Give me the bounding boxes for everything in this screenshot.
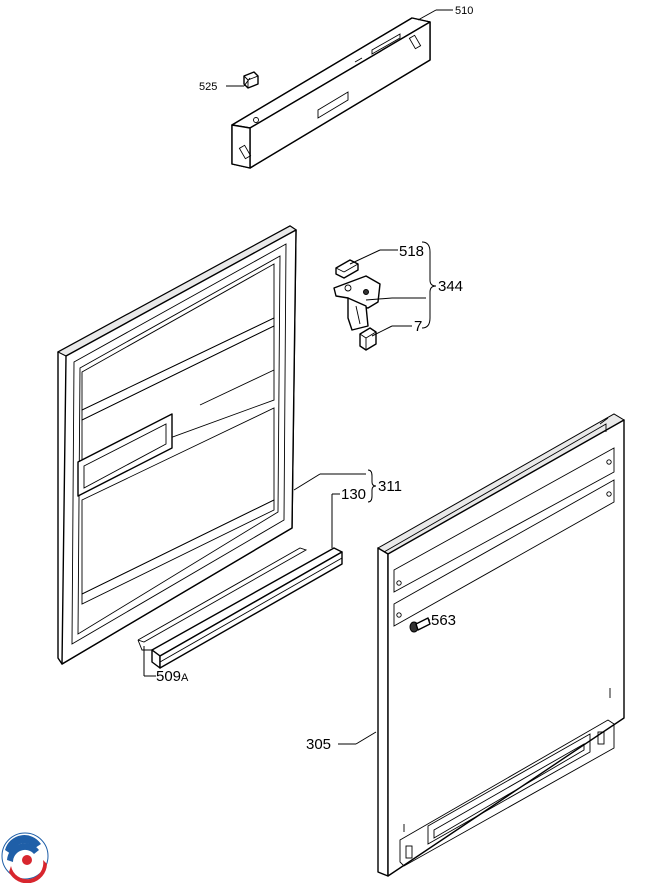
leader-lines bbox=[143, 9, 453, 745]
rod-509a[interactable] bbox=[137, 547, 308, 651]
label-509a-suffix: A bbox=[181, 672, 189, 684]
label-130: 130 bbox=[341, 486, 366, 503]
label-518: 518 bbox=[399, 243, 424, 260]
label-509a: 509A bbox=[156, 668, 189, 685]
inner-door-311[interactable] bbox=[56, 225, 297, 665]
label-509a-number: 509 bbox=[156, 668, 181, 685]
label-305: 305 bbox=[306, 736, 331, 753]
label-311: 311 bbox=[378, 478, 402, 495]
seal-130[interactable] bbox=[151, 547, 343, 669]
label-563: 563 bbox=[431, 612, 456, 629]
label-525: 525 bbox=[199, 81, 217, 93]
outer-door-305[interactable] bbox=[377, 413, 625, 877]
part-7[interactable] bbox=[359, 327, 377, 351]
clip-518[interactable] bbox=[335, 259, 359, 279]
button-525[interactable] bbox=[243, 71, 259, 89]
control-panel-510[interactable] bbox=[231, 17, 431, 169]
label-344: 344 bbox=[438, 278, 463, 295]
label-510: 510 bbox=[455, 5, 473, 17]
part-labels: 510 525 518 344 7 311 130 509A 563 305 bbox=[156, 5, 473, 753]
hinge-assembly-344[interactable] bbox=[333, 259, 381, 351]
screw-563[interactable] bbox=[409, 617, 431, 633]
swirl-logo-icon bbox=[1, 832, 49, 883]
label-7: 7 bbox=[414, 318, 422, 335]
